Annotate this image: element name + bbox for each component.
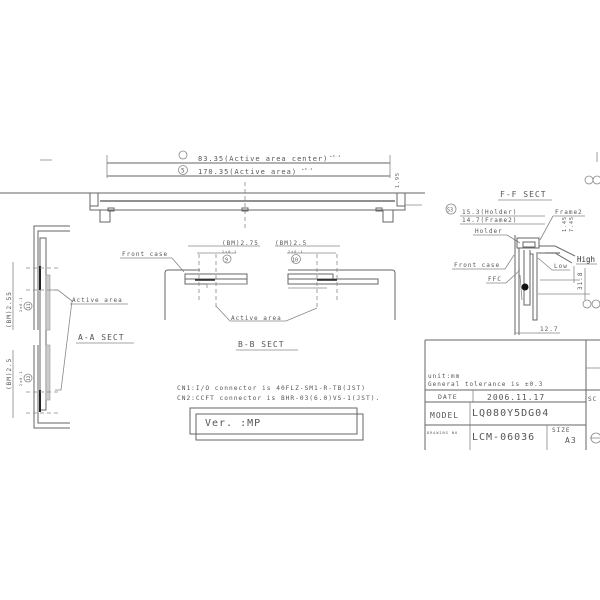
balloon-9-label: 9 [225, 258, 228, 264]
top-view: 83.35(Active area center) ±0.4 5 170.35(… [0, 150, 425, 230]
size-value: A3 [565, 436, 577, 445]
balloon-11-label: 11 [26, 303, 32, 309]
dim-active-center-tol: ±0.4 [330, 154, 341, 158]
cn2-note: CN2:CCFT connector is BHR-03(6.0)VS-1(JS… [177, 395, 380, 402]
bb-dim-right: (BM)2.5 [275, 240, 307, 247]
balloon-12-label: 12 [26, 375, 32, 381]
mount-foot-right [382, 209, 394, 223]
ff-holder-label: Holder [475, 228, 503, 235]
ff-frame2-label: Frame2 [555, 209, 583, 216]
unit-label: unit:mm [428, 373, 460, 380]
balloon-11 [23, 301, 33, 311]
bb-dim-left: (BM)2.75 [222, 240, 259, 247]
title-block: unit:mm General tolerance is ±0.3 DATE 2… [424, 339, 600, 450]
ff-dim-31-8: 31.8 [577, 272, 584, 290]
drawing-no-value: LCM-06036 [472, 432, 535, 443]
balloon-10-label: 10 [292, 258, 298, 264]
aa-dim-bottom-sub: 2±0.1 [19, 370, 23, 386]
bb-section: Front case (BM)2.75 2±0.1 9 (BM)2.5 2±0.… [120, 240, 396, 351]
balloon-12 [23, 373, 33, 383]
balloon-partial [178, 150, 188, 160]
ff-dim-frame2: 14.7(Frame2) [462, 217, 517, 224]
date-label: DATE [438, 393, 458, 401]
size-label: SIZE [552, 427, 570, 434]
ff-dim-1-45: 1.45 [562, 216, 568, 232]
aa-active-area-label: Active area [72, 297, 123, 304]
version-box [189, 407, 358, 435]
model-label: MODEL [430, 411, 459, 420]
ff-dim-12-7: 12.7 [540, 326, 558, 333]
balloon-9 [222, 254, 232, 264]
ff-high-label: High [577, 255, 595, 264]
dim-active-center: 83.35(Active area center) [198, 155, 328, 163]
ff-low-label: Low [554, 263, 568, 270]
scale-label: SC [588, 396, 597, 403]
dim-active-area: 170.35(Active area) [198, 168, 297, 176]
balloon-53-label: 53 [447, 208, 453, 214]
ff-section-title: F-F SECT [500, 190, 547, 199]
aa-dim-top-sub: 2±0.1 [19, 296, 23, 312]
bb-dim-right-sub: 2±0.1 [288, 250, 304, 254]
balloon-10 [291, 254, 301, 264]
balloon-5-label: 5 [181, 168, 185, 175]
mount-foot-left [99, 209, 111, 223]
dim-active-area-tol: ±0.4 [302, 167, 313, 171]
bb-front-case-label: Front case [122, 251, 168, 258]
bb-active-area-label: Active area [231, 315, 282, 322]
version-label: Ver. :MP [205, 418, 261, 429]
date-value: 2006.11.17 [487, 393, 545, 402]
bb-dim-left-sub: 2±0.1 [222, 250, 238, 254]
balloon-5 [178, 165, 188, 175]
ffc-connector-dot [521, 283, 529, 291]
tolerance-label: General tolerance is ±0.3 [428, 381, 543, 388]
drawing-no-label: DRAWING NO [427, 431, 458, 435]
aa-section-title: A-A SECT [78, 333, 125, 342]
ff-dim-7-45: 7.45 [569, 216, 575, 232]
model-value: LQ080Y5DG04 [472, 408, 549, 419]
ff-ffc-label: FFC [488, 276, 502, 283]
cn1-note: CN1:I/O connector is 40FLZ-SM1-R-TB(JST) [177, 385, 366, 392]
version-box-shadow [195, 413, 364, 441]
bb-section-title: B-B SECT [238, 340, 285, 349]
aa-section: (BM)2.55 2±0.1 11 (BM)2.5 2±0.1 12 Activ… [6, 225, 134, 429]
side-dim: 1.95 [395, 172, 401, 188]
balloon-53 [445, 203, 457, 215]
aa-dim-bottom: (BM)2.5 [6, 358, 13, 390]
aa-dim-top: (BM)2.55 [6, 291, 13, 328]
connector-notes: CN1:I/O connector is 40FLZ-SM1-R-TB(JST)… [177, 385, 380, 441]
ff-front-case-label: Front case [454, 262, 500, 269]
ff-dim-holder: 15.3(Holder) [462, 209, 517, 216]
ff-section: F-F SECT 53 15.3(Holder) 14.7(Frame2) Fr… [445, 152, 600, 335]
